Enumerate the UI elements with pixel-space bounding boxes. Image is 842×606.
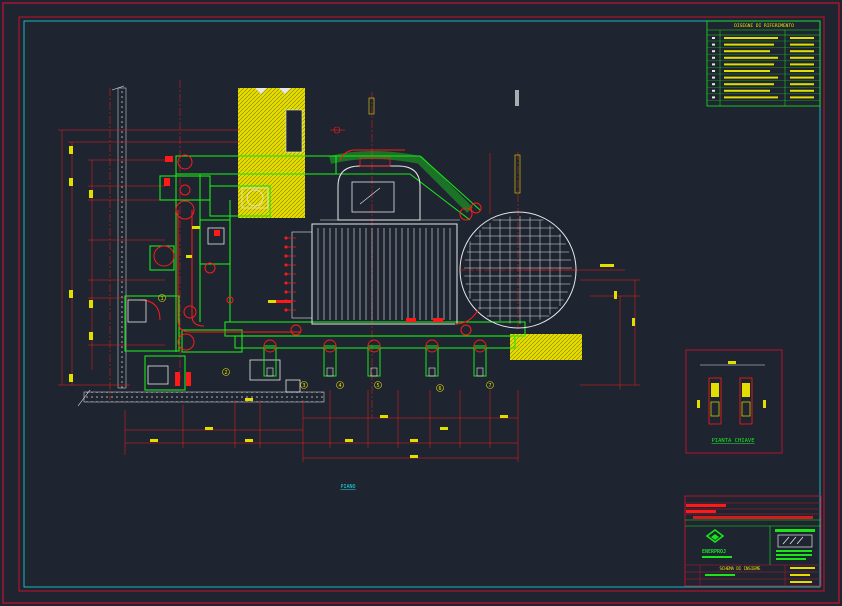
mark-2: 2 (224, 370, 227, 376)
references-row-title (724, 89, 770, 92)
dimension-lines-bottom (124, 390, 519, 462)
drawing-description: SCHEMA DI INSIEME (720, 566, 762, 571)
references-row-code (790, 76, 814, 79)
references-row-number (712, 96, 715, 99)
key-plan-title: PIANTA CHIAVE (711, 438, 754, 444)
dimension-ticks-bottom (150, 415, 508, 458)
references-row-number (712, 70, 715, 72)
tube-stub-cap (284, 263, 288, 267)
references-table: DISEGNI DI RIFERIMENTO (706, 20, 821, 107)
mark-3: 3 (302, 383, 305, 389)
pump-row (263, 339, 487, 377)
references-row-title (724, 76, 778, 79)
boiler-plant-plan: 1 2 3 4 5 6 7 (58, 80, 640, 462)
references-row-number (712, 76, 715, 79)
pump-base (476, 367, 484, 377)
references-row-code (790, 43, 814, 46)
tube-stub-cap (284, 236, 288, 240)
references-row-code (790, 37, 814, 39)
mark-5: 5 (376, 383, 379, 389)
pump-flange (263, 339, 277, 353)
references-row-number (712, 89, 715, 92)
tube-stub-cap (284, 281, 288, 285)
references-row-title (724, 70, 770, 72)
pump-base (428, 367, 436, 377)
references-row-title (724, 50, 770, 53)
references-row-code (790, 50, 814, 53)
dimension-ticks-left (69, 146, 93, 382)
references-row-title (724, 43, 774, 46)
company-logo (705, 529, 725, 543)
drawing-frame (18, 16, 825, 592)
references-row-number (712, 43, 715, 46)
inner-cyan-frame (23, 20, 821, 588)
pump-base (266, 367, 274, 377)
pump-flange (323, 339, 337, 353)
tube-stub-cap (284, 245, 288, 249)
pump-base (370, 367, 378, 377)
red-details (164, 156, 443, 386)
pump-flange (425, 339, 439, 353)
references-row-code (790, 70, 814, 72)
references-row-number (712, 83, 715, 86)
annotation-bars (186, 226, 276, 401)
platform-right (510, 334, 582, 360)
references-row-number (712, 50, 715, 53)
tube-stub-cap (284, 272, 288, 276)
references-row-number (712, 63, 715, 66)
mark-6: 6 (438, 386, 441, 392)
references-row-number (712, 56, 715, 59)
references-table-rows (707, 37, 820, 101)
boiler-tube-bundle (284, 223, 458, 325)
plan-label: PIANO (340, 484, 355, 490)
mark-4: 4 (338, 383, 341, 389)
left-wall (117, 87, 127, 389)
auxiliary-equipment (127, 187, 301, 393)
references-row-title (724, 56, 778, 59)
pump-base (326, 367, 334, 377)
tube-stub-cap (284, 290, 288, 294)
references-row-title (724, 63, 774, 66)
pump-flange (473, 339, 487, 353)
pump-flange (367, 339, 381, 353)
references-row-code (790, 89, 814, 92)
references-row-title (724, 83, 774, 86)
references-row-code (790, 83, 814, 86)
key-plan-detail: PIANTA CHIAVE (685, 349, 783, 454)
mark-1: 1 (160, 296, 163, 302)
references-row-title (724, 96, 778, 99)
bottom-wall (83, 391, 325, 403)
references-table-title: DISEGNI DI RIFERIMENTO (734, 23, 794, 29)
company-name: ENERPROJ (702, 549, 726, 555)
mark-7: 7 (488, 383, 491, 389)
furnace-front (320, 157, 460, 221)
tube-stub-cap (284, 254, 288, 258)
steam-drum (459, 211, 577, 329)
tube-stub-cap (284, 308, 288, 312)
position-marks: 1 2 3 4 5 6 7 (158, 294, 494, 392)
references-row-code (790, 56, 814, 59)
references-row-number (712, 37, 715, 39)
title-block: ENERPROJ SCHEMA DI INSIEME (684, 495, 822, 587)
piping-red (139, 149, 482, 351)
references-row-code (790, 96, 814, 99)
references-row-code (790, 63, 814, 66)
platform-mid (238, 148, 305, 218)
references-row-title (724, 37, 778, 39)
